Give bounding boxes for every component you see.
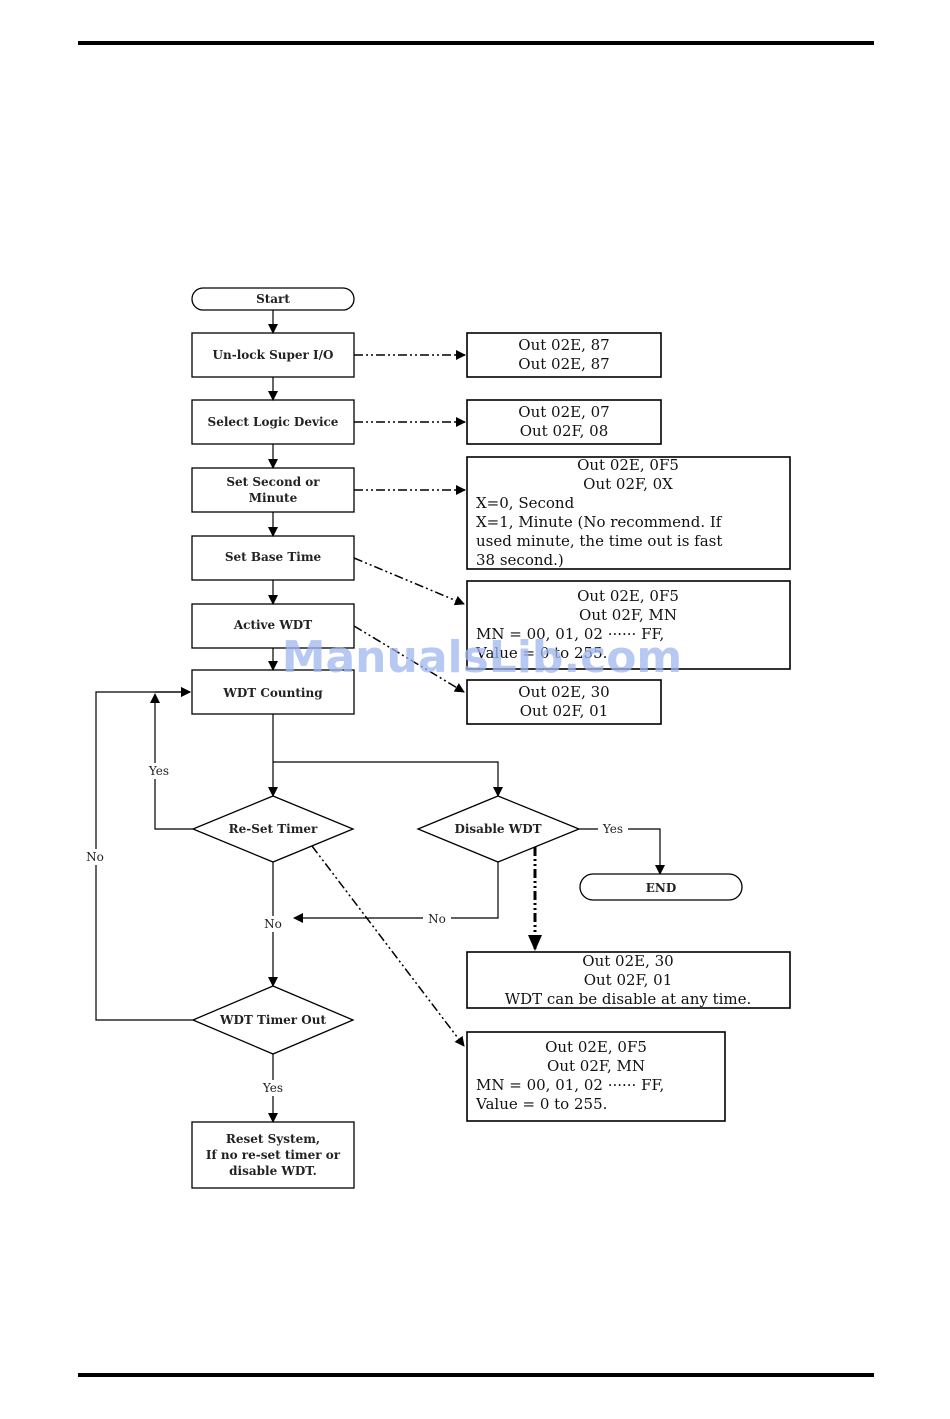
reset-note-line1: Out 02E, 0F5: [545, 1038, 647, 1056]
end-terminator: [579, 873, 743, 901]
unlock-step-label: Un-lock Super I/O: [213, 348, 334, 362]
disable-note-line3: WDT can be disable at any time.: [505, 990, 752, 1008]
timer-out-no-loop: [95, 687, 193, 1021]
reset-note-line2: Out 02F, MN: [547, 1057, 645, 1075]
unlock-note-box: [466, 332, 662, 378]
reset-yes-loop: [150, 693, 193, 830]
yes-disable-label-bg: [598, 821, 628, 836]
disable-note-line1: Out 02E, 30: [582, 952, 673, 970]
no-disable-label: No: [428, 912, 446, 926]
timer-out-label: WDT Timer Out: [219, 1013, 326, 1027]
select-ld-note-line1: Out 02E, 07: [518, 403, 609, 421]
set-unit-note-line6: 38 second.): [476, 551, 564, 569]
set-unit-note-box: [466, 456, 791, 570]
disable-note-line2: Out 02F, 01: [584, 971, 673, 989]
set-unit-step-box: [191, 467, 355, 513]
unlock-note-line2: Out 02E, 87: [518, 355, 609, 373]
bottom-rule: [78, 1373, 874, 1377]
base-time-note-line4: Value = 0 to 255.: [475, 644, 607, 662]
link-base-note: [353, 557, 465, 606]
base-time-step-label: Set Base Time: [225, 550, 322, 564]
no-outer-label-bg: [80, 849, 110, 865]
base-time-note-line2: Out 02F, MN: [579, 606, 677, 624]
reset-system-line1: Reset System,: [226, 1132, 320, 1146]
top-rule: [78, 41, 874, 45]
unlock-step-box: [191, 332, 355, 378]
set-unit-step-label-line1: Set Second or: [226, 475, 320, 489]
active-note-box: [466, 679, 662, 725]
no-merge-label-bg: [258, 916, 288, 932]
no-disable-label-bg: [423, 911, 451, 926]
disable-wdt-label: Disable WDT: [454, 822, 541, 836]
select-ld-note-box: [466, 399, 662, 445]
no-merge-label: No: [264, 917, 282, 931]
base-time-note-box: [466, 580, 791, 670]
reset-note-box: [466, 1031, 726, 1122]
select-ld-note-line2: Out 02F, 08: [520, 422, 609, 440]
base-time-note-line3: MN = 00, 01, 02 ······ FF,: [476, 625, 664, 643]
counting-step-label: WDT Counting: [222, 686, 323, 700]
yes-loop-label: Yes: [148, 764, 169, 778]
no-outer-label: No: [86, 850, 104, 864]
active-step-label: Active WDT: [233, 618, 312, 632]
start-label: Start: [256, 292, 290, 306]
link-active-note: [353, 625, 465, 693]
reset-note-line3: MN = 00, 01, 02 ······ FF,: [476, 1076, 664, 1094]
set-unit-note-line5: used minute, the time out is fast: [476, 532, 722, 550]
reset-system-line2: If no re-set timer or: [206, 1148, 341, 1162]
active-note-line1: Out 02E, 30: [518, 683, 609, 701]
reset-system-box: [191, 1121, 355, 1189]
set-unit-note-line3: X=0, Second: [476, 494, 575, 512]
yes-timeout-label-bg: [257, 1080, 289, 1096]
disable-no-line: [293, 862, 499, 923]
yes-loop-label-bg: [140, 763, 174, 779]
yes-timeout-label: Yes: [262, 1081, 283, 1095]
disable-note-box: [466, 951, 791, 1009]
active-note-line2: Out 02F, 01: [520, 702, 609, 720]
reset-timer-label: Re-Set Timer: [229, 822, 318, 836]
watermark-logo: ManualsLib.com: [282, 632, 683, 683]
base-time-note-line1: Out 02E, 0F5: [577, 587, 679, 605]
reset-system-line3: disable WDT.: [229, 1164, 317, 1178]
set-unit-note-line1: Out 02E, 0F5: [577, 456, 679, 474]
set-unit-note-line2: Out 02F, 0X: [583, 475, 673, 493]
yes-disable-label: Yes: [602, 822, 623, 836]
unlock-note-line1: Out 02E, 87: [518, 336, 609, 354]
set-unit-step-label-line2: Minute: [249, 491, 298, 505]
branch-to-disable: [273, 761, 503, 797]
select-ld-step-label: Select Logic Device: [208, 415, 339, 429]
end-label: END: [646, 881, 677, 895]
reset-note-line4: Value = 0 to 255.: [475, 1095, 607, 1113]
set-unit-note-line4: X=1, Minute (No recommend. If: [476, 513, 723, 531]
